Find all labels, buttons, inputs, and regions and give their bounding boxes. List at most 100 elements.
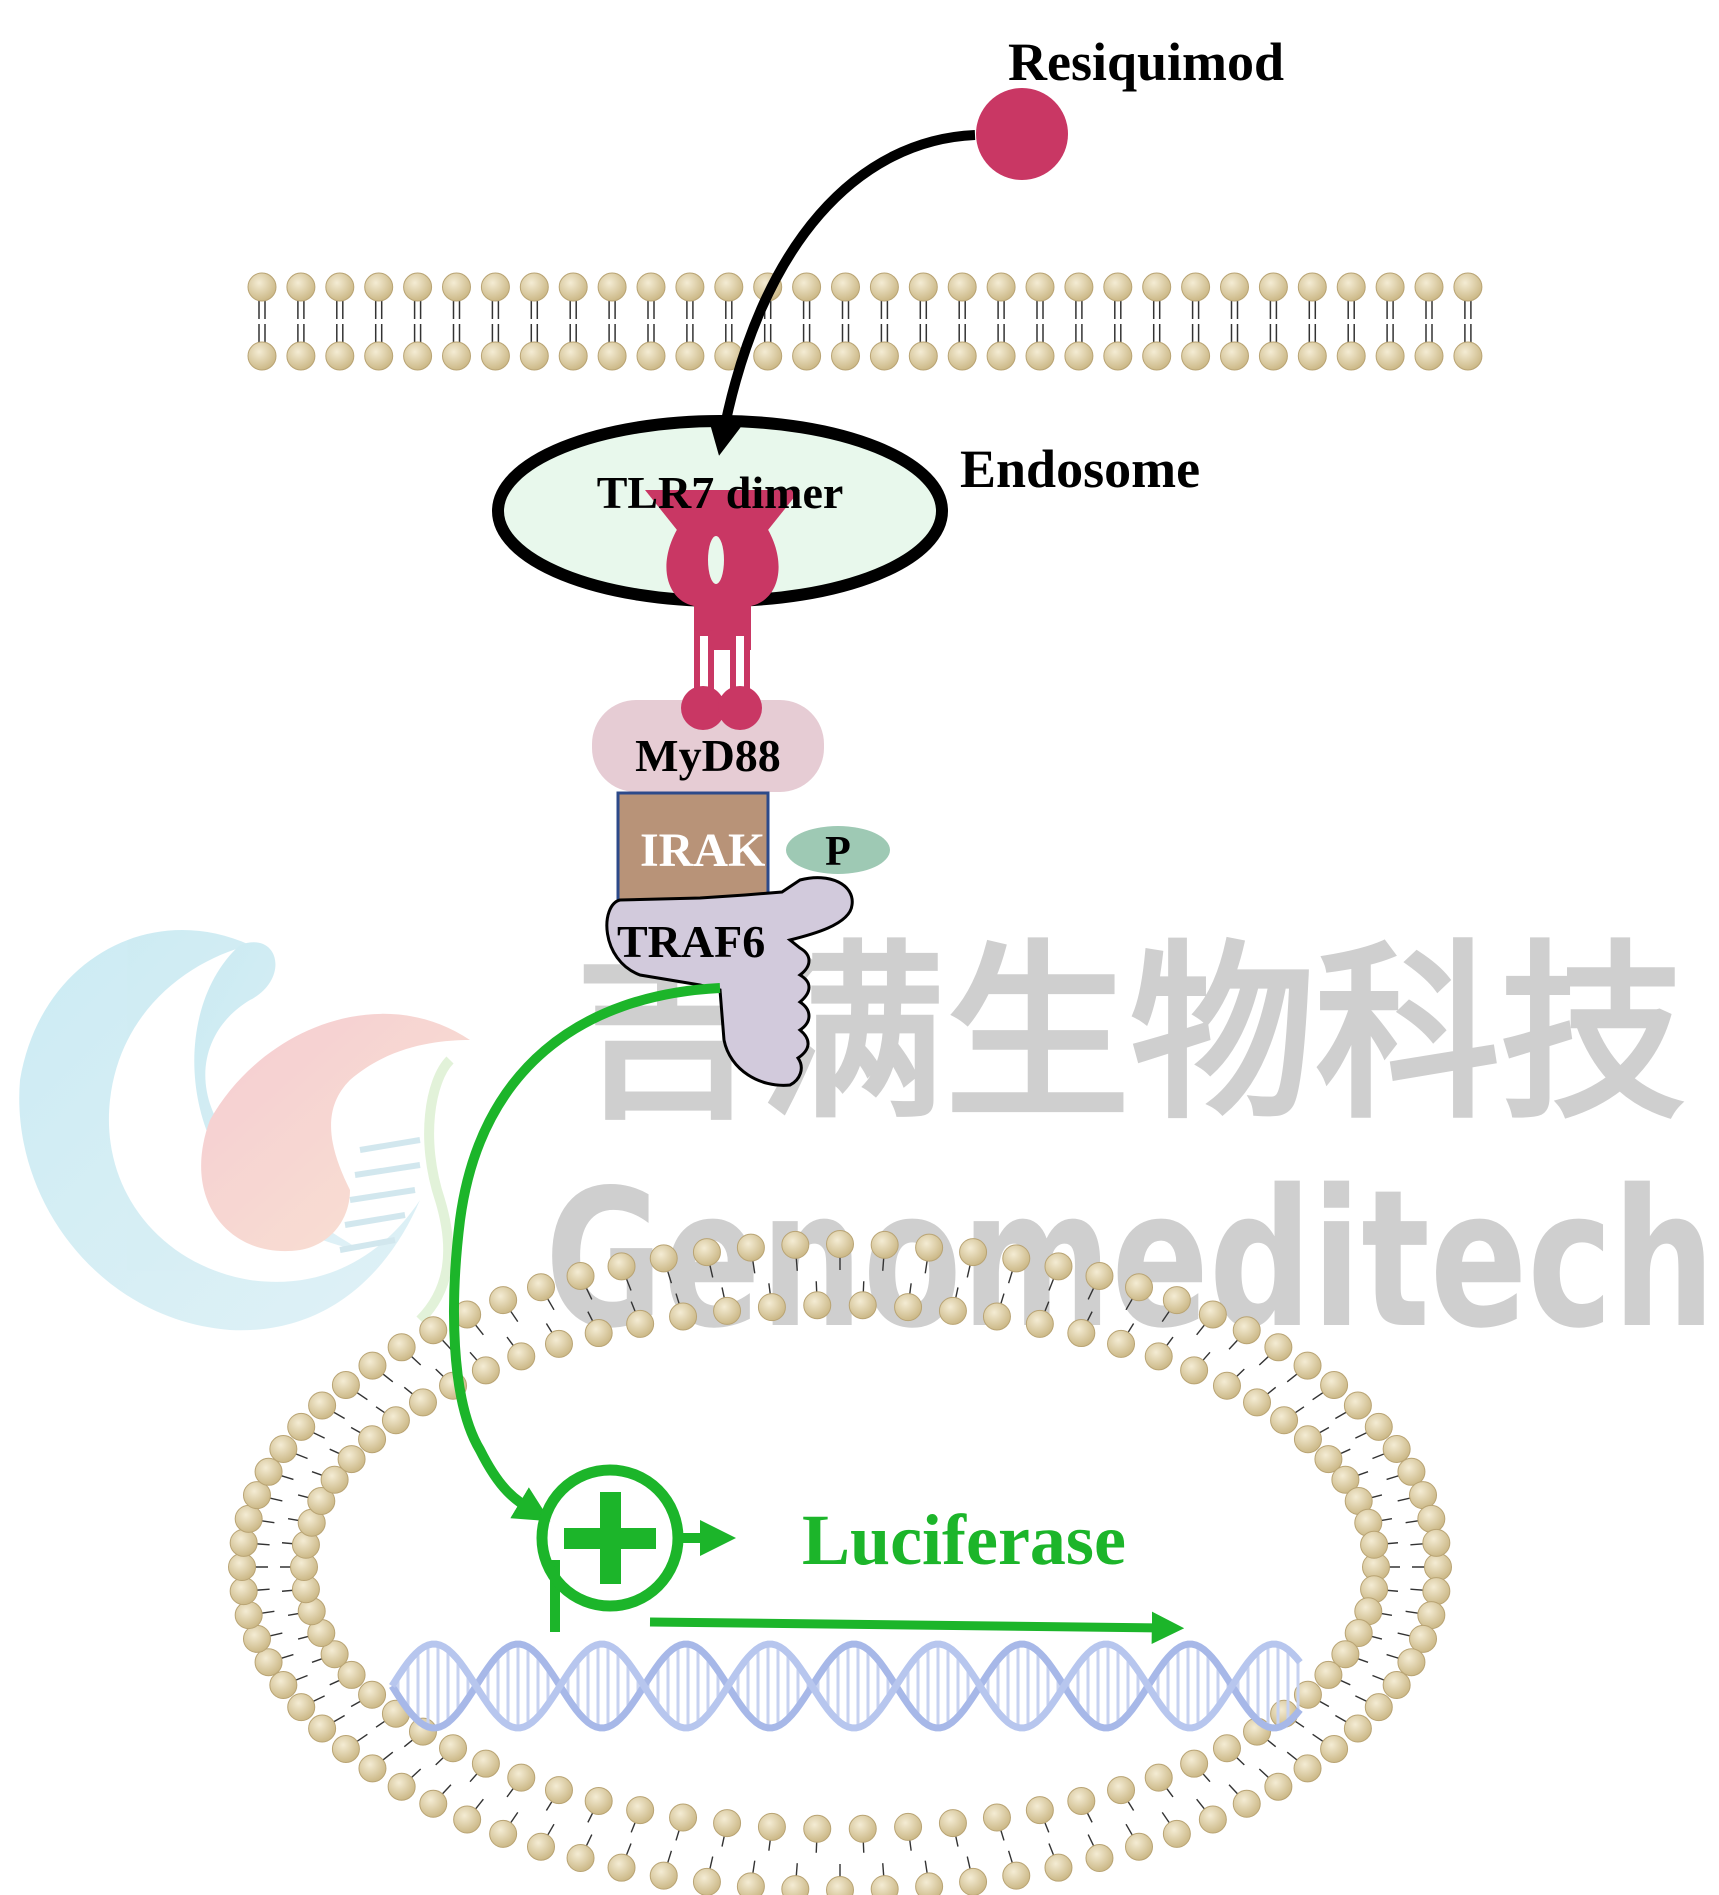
dna-double-helix-icon	[389, 1640, 1303, 1732]
lipid-head	[870, 1875, 899, 1895]
lipid-head	[242, 1624, 271, 1653]
lipid-pair	[442, 272, 471, 371]
lipid-head	[1331, 1465, 1360, 1494]
lipid-head	[1212, 1734, 1241, 1763]
lipid-head	[1314, 1445, 1343, 1474]
lipid-head	[669, 1803, 698, 1832]
traf6-label: TRAF6	[617, 916, 765, 967]
lipid-head	[387, 1333, 416, 1362]
lipid-head	[1314, 1660, 1343, 1689]
lipid-head	[1343, 1391, 1372, 1420]
lipid-pair	[947, 272, 977, 371]
lipid-head	[848, 1291, 877, 1320]
lipid-head	[229, 1528, 258, 1557]
lipid-pair	[1453, 272, 1483, 371]
lipid-head	[649, 1861, 678, 1890]
lipid-pair	[364, 272, 394, 371]
myd88-label: MyD88	[635, 730, 781, 781]
lipid-head	[254, 1648, 283, 1677]
lipid-pair	[480, 272, 510, 371]
lipid-head	[1382, 1434, 1411, 1463]
lipid-head	[626, 1309, 655, 1338]
lipid-head	[1417, 1504, 1446, 1533]
lipid-head	[781, 1875, 810, 1895]
lipid-head	[269, 1671, 298, 1700]
traf6-shape	[605, 876, 854, 1087]
lipid-head	[1025, 1309, 1054, 1338]
lipid-pair	[247, 272, 277, 371]
lipid-head	[1320, 1734, 1349, 1763]
lipid-head	[331, 1371, 360, 1400]
lipid-head	[894, 1812, 923, 1841]
lipid-head	[959, 1867, 988, 1895]
lipid-head	[1067, 1786, 1096, 1815]
lipid-head	[1360, 1530, 1389, 1559]
receptor-label: TLR7 dimer	[597, 467, 844, 518]
lipid-pair	[1025, 272, 1055, 371]
lipid-head	[626, 1796, 655, 1825]
lipid-head	[1025, 1796, 1054, 1825]
lipid-head	[358, 1754, 387, 1783]
nuclear-membrane-bilayer	[228, 1230, 1452, 1895]
lipid-head	[1162, 1819, 1191, 1848]
lipid-pair	[1064, 272, 1094, 371]
lipid-head	[387, 1772, 416, 1801]
lipid-head	[471, 1749, 500, 1778]
lipid-head	[1107, 1329, 1136, 1358]
lipid-head	[1409, 1481, 1438, 1510]
plus-in-circle-icon	[536, 1464, 684, 1632]
lipid-head	[1331, 1640, 1360, 1669]
lipid-head	[419, 1316, 448, 1345]
lipid-head	[358, 1680, 387, 1709]
lipid-head	[234, 1601, 263, 1630]
lipid-head	[1002, 1244, 1031, 1273]
lipid-head	[242, 1481, 271, 1510]
phospho-badge	[786, 826, 890, 874]
lipid-head	[1144, 1342, 1173, 1371]
lipid-pair	[1103, 272, 1133, 371]
lipid-head	[982, 1803, 1011, 1832]
lipid-head	[471, 1356, 500, 1385]
lipid-head	[982, 1302, 1011, 1331]
lipid-head	[358, 1351, 387, 1380]
lipid-pair	[869, 272, 899, 371]
lipid-head	[1264, 1772, 1293, 1801]
lipid-head	[1344, 1619, 1373, 1648]
lipid-pair	[519, 272, 549, 371]
lipid-head	[938, 1809, 967, 1838]
lipid-head	[489, 1819, 518, 1848]
reporter-label: Luciferase	[802, 1500, 1126, 1580]
lipid-head	[1180, 1356, 1209, 1385]
lipid-pair	[558, 272, 588, 371]
lipid-head	[287, 1693, 316, 1722]
lipid-head	[1125, 1832, 1153, 1861]
lipid-head	[1002, 1861, 1031, 1890]
lipid-head	[1180, 1749, 1209, 1778]
lipid-head	[959, 1238, 988, 1267]
lipid-pair	[1414, 272, 1444, 371]
lipid-head	[1293, 1425, 1322, 1454]
lipid-head	[527, 1832, 555, 1861]
tlr7-receptor-icon	[645, 490, 800, 730]
ligand-label: Resiquimod	[1008, 32, 1284, 92]
lipid-pair	[325, 272, 355, 371]
lipid-pair	[636, 272, 666, 371]
lipid-head	[1232, 1316, 1261, 1345]
lipid-head	[544, 1329, 573, 1358]
lipid-head	[826, 1230, 854, 1258]
lipid-head	[1085, 1844, 1114, 1873]
lipid-head	[320, 1465, 349, 1494]
lipid-head	[1198, 1300, 1227, 1329]
transcription-arrow	[649, 1611, 1185, 1645]
lipid-head	[1397, 1648, 1426, 1677]
lipid-head	[1044, 1853, 1073, 1882]
lipid-head	[736, 1233, 765, 1262]
lipid-head	[1144, 1763, 1173, 1792]
lipid-head	[1067, 1319, 1096, 1348]
lipid-pair	[1375, 272, 1405, 371]
lipid-head	[358, 1425, 387, 1454]
ligand-entry-arrow	[709, 130, 976, 456]
lipid-head	[1382, 1671, 1411, 1700]
lipid-head	[229, 1577, 258, 1606]
lipid-head	[1107, 1776, 1136, 1805]
